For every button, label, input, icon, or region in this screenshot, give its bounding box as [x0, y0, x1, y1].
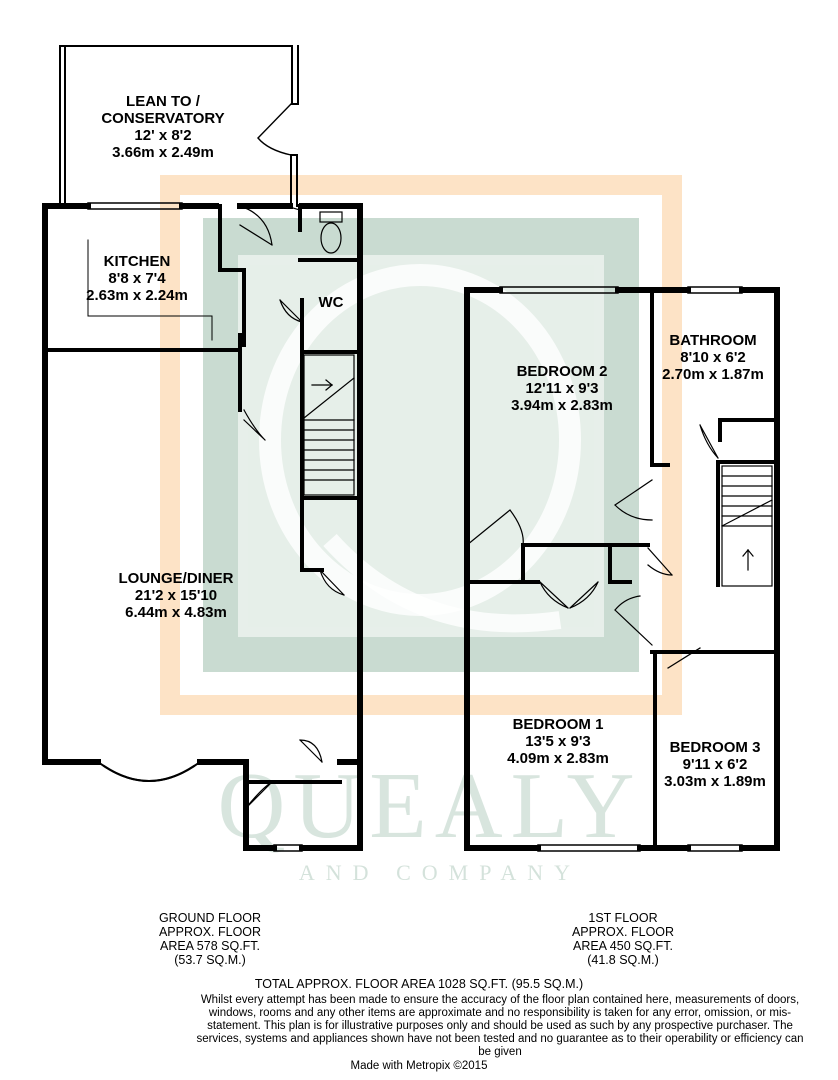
conservatory-name-line2: CONSERVATORY: [101, 110, 225, 127]
wc-toilet: [319, 211, 343, 254]
conservatory-imperial: 12' x 8'2: [134, 127, 192, 144]
ground-floor-interior: [43, 204, 362, 784]
first-floor-area-note: 1ST FLOOR APPROX. FLOOR AREA 450 SQ.FT. …: [572, 911, 674, 967]
ground-floor-line2: APPROX. FLOOR: [158, 925, 262, 939]
bedroom1-imperial: 13'5 x 9'3: [525, 733, 591, 750]
front-window: [273, 844, 303, 852]
room-label-kitchen: KITCHEN 8'8 x 7'4 2.63m x 2.24m: [86, 253, 188, 304]
room-label-wc: WC: [319, 294, 344, 311]
bathroom-name: BATHROOM: [669, 332, 757, 349]
bedroom2-imperial: 12'11 x 9'3: [525, 380, 599, 397]
bedroom2-metric: 3.94m x 2.83m: [511, 397, 613, 414]
wc-name: WC: [318, 294, 344, 311]
conservatory-outline: [59, 45, 299, 209]
first-floor-line2: APPROX. FLOOR: [571, 925, 675, 939]
bedroom3-metric: 3.03m x 1.89m: [664, 773, 766, 790]
first-floor-line1: 1ST FLOOR: [588, 911, 658, 925]
bedroom3-imperial: 9'11 x 6'2: [682, 756, 748, 773]
disclaimer-text: Whilst every attempt has been made to en…: [196, 994, 804, 1058]
bathroom-metric: 2.70m x 1.87m: [662, 366, 764, 383]
ground-stairs: [303, 354, 355, 496]
metropix-credit: Made with Metropix ©2015: [350, 1060, 488, 1072]
conservatory-door-swing: [257, 103, 292, 156]
ground-floor-line1: GROUND FLOOR: [158, 911, 262, 925]
room-label-bathroom: BATHROOM 8'10 x 6'2 2.70m x 1.87m: [662, 332, 764, 383]
room-label-bedroom2: BEDROOM 2 12'11 x 9'3 3.94m x 2.83m: [511, 363, 613, 414]
kitchen-window: [87, 202, 183, 210]
first-floor-line3: AREA 450 SQ.FT.: [572, 939, 674, 953]
bedroom2-name: BEDROOM 2: [516, 363, 608, 380]
room-label-bedroom3: BEDROOM 3 9'11 x 6'2 3.03m x 1.89m: [664, 739, 766, 790]
kitchen-metric: 2.63m x 2.24m: [86, 287, 188, 304]
lounge-bay-window: [96, 760, 202, 782]
conservatory-metric: 3.66m x 2.49m: [112, 144, 214, 161]
bathroom-imperial: 8'10 x 6'2: [680, 349, 746, 366]
first-floor-line4: (41.8 SQ.M.): [587, 953, 659, 967]
ground-floor-line3: AREA 578 SQ.FT.: [159, 939, 261, 953]
bedroom1-metric: 4.09m x 2.83m: [507, 750, 609, 767]
ground-floor-line4: (53.7 SQ.M.): [174, 953, 246, 967]
kitchen-imperial: 8'8 x 7'4: [108, 270, 166, 287]
bedroom1-name: BEDROOM 1: [512, 716, 604, 733]
total-floor-area: TOTAL APPROX. FLOOR AREA 1028 SQ.FT. (95…: [254, 977, 584, 991]
first-stairs: [721, 465, 773, 587]
lounge-metric: 6.44m x 4.83m: [125, 604, 227, 621]
lounge-imperial: 21'2 x 15'10: [134, 587, 218, 604]
room-label-bedroom1: BEDROOM 1 13'5 x 9'3 4.09m x 2.83m: [507, 716, 609, 767]
first-door-swings: [466, 424, 719, 669]
bedroom3-name: BEDROOM 3: [669, 739, 761, 756]
ground-floor-area-note: GROUND FLOOR APPROX. FLOOR AREA 578 SQ.F…: [159, 911, 261, 967]
first-floor-windows: [499, 286, 743, 852]
room-label-lounge: LOUNGE/DINER 21'2 x 15'10 6.44m x 4.83m: [118, 570, 233, 621]
ground-floor-exterior: [42, 203, 363, 851]
watermark-q-tail: [323, 533, 562, 633]
kitchen-name: KITCHEN: [103, 253, 171, 270]
lounge-name: LOUNGE/DINER: [118, 570, 234, 587]
ground-door-swings: [239, 205, 345, 809]
kitchen-worktop: [87, 239, 213, 341]
first-floor-interior: [465, 288, 779, 850]
conservatory-name-line1: LEAN TO /: [126, 93, 200, 110]
room-label-conservatory: LEAN TO / CONSERVATORY 12' x 8'2 3.66m x…: [101, 93, 224, 161]
